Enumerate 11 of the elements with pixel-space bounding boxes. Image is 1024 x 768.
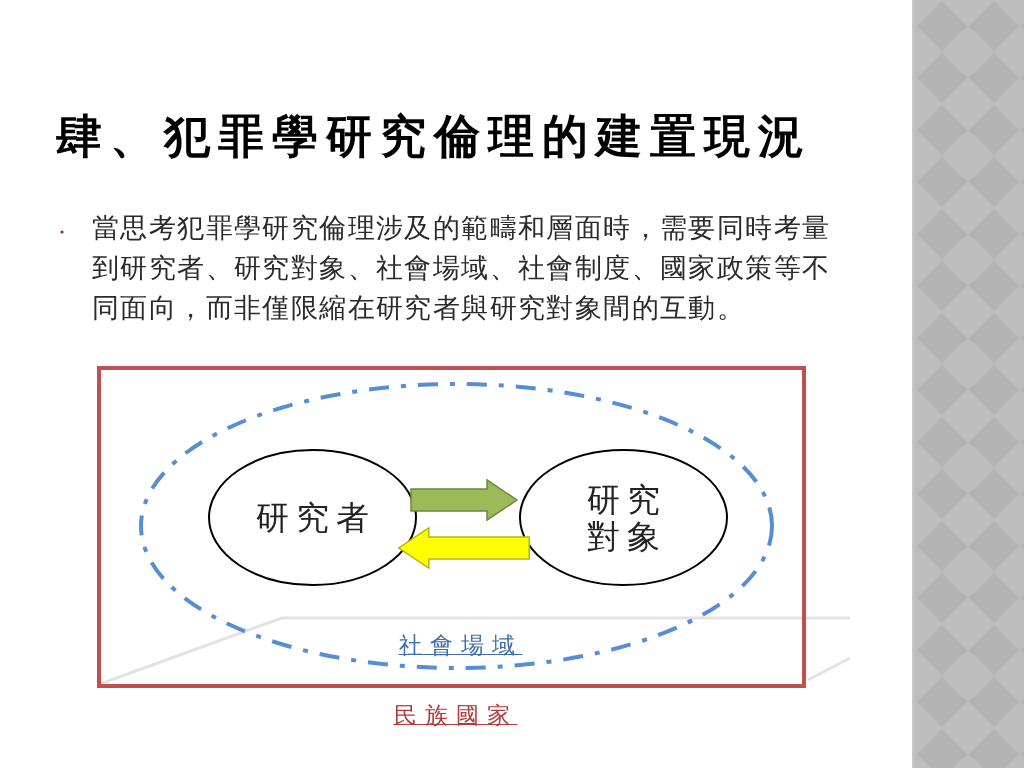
bullet-text: 當思考犯罪學研究倫理涉及的範疇和層面時，需要同時考量到研究者、研究對象、社會場域、社會制度、國家政策等不同面向，而非僅限縮在研究者與研究對象間的互動。 bbox=[92, 211, 832, 325]
node-label: 研究者 bbox=[255, 499, 376, 536]
ellipse-label: 社會場域 bbox=[397, 631, 523, 660]
dashed-ellipse bbox=[139, 382, 774, 670]
block-arrow bbox=[410, 478, 519, 522]
slide-title: 肆、犯罪學研究倫理的建置現況 bbox=[56, 110, 812, 162]
block-arrow bbox=[397, 526, 530, 570]
node-label: 研究對象 bbox=[586, 480, 668, 555]
circle-node bbox=[208, 449, 417, 586]
circle-node bbox=[519, 449, 728, 586]
frame-caption: 民族國家 bbox=[392, 701, 518, 730]
